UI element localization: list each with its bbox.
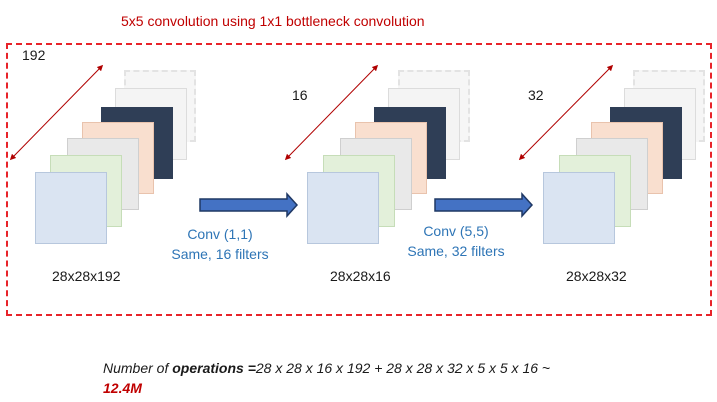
- size-label: 28x28x16: [330, 268, 391, 284]
- conv-arrow-1: [199, 192, 299, 218]
- conv-settings: Same, 16 filters: [171, 246, 269, 262]
- dashed-frame: [6, 43, 712, 316]
- conv-label-1: Conv (1,1) Same, 16 filters: [166, 224, 274, 264]
- depth-label: 192: [22, 47, 46, 63]
- size-label: 28x28x192: [52, 268, 121, 284]
- conv-label-2: Conv (5,5) Same, 32 filters: [402, 221, 510, 261]
- operations-formula: Number of operations =28 x 28 x 16 x 192…: [103, 358, 550, 398]
- formula-prefix: Number of: [103, 360, 173, 376]
- diagram-title: 5x5 convolution using 1x1 bottleneck con…: [121, 13, 425, 29]
- formula-result: 12.4M: [103, 380, 142, 396]
- size-label: 28x28x32: [566, 268, 627, 284]
- formula-bold: operations =: [172, 360, 256, 376]
- conv-type: Conv (5,5): [423, 223, 489, 239]
- conv-arrow-2: [434, 192, 534, 218]
- conv-settings: Same, 32 filters: [407, 243, 505, 259]
- conv-type: Conv (1,1): [187, 226, 253, 242]
- layer-blue: [35, 172, 107, 244]
- formula-expression: 28 x 28 x 16 x 192 + 28 x 28 x 32 x 5 x …: [255, 360, 551, 376]
- depth-arrow: [518, 64, 614, 161]
- depth-arrow: [284, 64, 379, 161]
- depth-arrow: [9, 64, 104, 161]
- layer-blue: [543, 172, 615, 244]
- layer-blue: [307, 172, 379, 244]
